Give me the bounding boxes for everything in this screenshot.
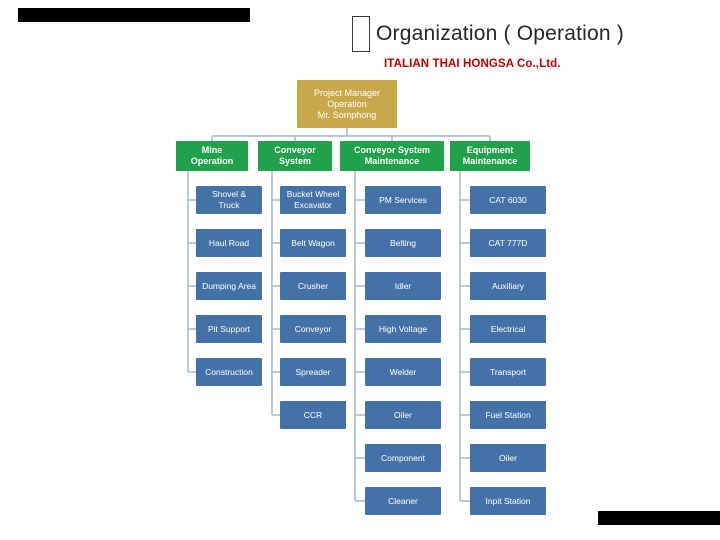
node-text-line: High Voltage — [378, 323, 428, 334]
leaf-node-b3-7: Component — [365, 444, 441, 472]
node-text-line: CAT 6030 — [489, 194, 527, 205]
node-text-line: Spreader — [295, 366, 331, 377]
leaf-node-b4-4: Electrical — [470, 315, 546, 343]
decorative-bar-bottom-right — [598, 511, 720, 525]
node-text-line: Belt Wagon — [291, 237, 335, 248]
node-text-line: Excavator — [294, 200, 332, 210]
leaf-node-b4-3: Auxiliary — [470, 272, 546, 300]
company-subtitle: ITALIAN THAI HONGSA Co.,Ltd. — [384, 58, 561, 70]
node-text-line: Maintenance — [364, 156, 420, 166]
node-text-line: Auxiliary — [491, 280, 525, 291]
leaf-node-b2-2: Belt Wagon — [280, 229, 346, 257]
page-title: Organization ( Operation ) — [376, 22, 624, 45]
node-text-line: Shovel & — [211, 189, 247, 199]
node-text-line: CAT 777D — [488, 237, 528, 248]
leaf-node-b2-5: Spreader — [280, 358, 346, 386]
decorative-bar-top-left — [18, 8, 250, 22]
node-text-line: Project Manager — [313, 87, 381, 98]
node-text-line: Component — [381, 452, 425, 463]
node-text-line: Maintenance — [462, 156, 518, 166]
leaf-node-b4-5: Transport — [470, 358, 546, 386]
node-text-line: Truck — [218, 200, 240, 210]
node-text-line: Pit Support — [207, 323, 251, 334]
node-text-line: Belting — [390, 237, 416, 248]
node-text-line: Oiler — [394, 409, 412, 420]
leaf-node-b3-8: Cleaner — [365, 487, 441, 515]
leaf-node-b4-6: Fuel Station — [470, 401, 546, 429]
node-text-line: Haul Road — [208, 237, 250, 248]
node-text-line: Conveyor — [274, 145, 316, 155]
leaf-node-b3-3: Idler — [365, 272, 441, 300]
box-glyph-icon — [352, 16, 370, 52]
node-text-line: Dumping Area — [202, 280, 256, 291]
node-text-line: Inpit Station — [485, 495, 531, 506]
node-text-line: Mine — [201, 145, 223, 155]
leaf-node-b1-2: Haul Road — [196, 229, 262, 257]
leaf-node-b3-6: Oiler — [365, 401, 441, 429]
leaf-node-b3-1: PM Services — [365, 186, 441, 214]
node-text-line: CCR — [303, 409, 323, 420]
leaf-node-b2-4: Conveyor — [280, 315, 346, 343]
leaf-node-b3-5: Welder — [365, 358, 441, 386]
leaf-node-b1-1: Shovel &Truck — [196, 186, 262, 214]
leaf-node-b4-7: Oiler — [470, 444, 546, 472]
node-text-line: Conveyor System — [353, 145, 431, 155]
node-text-line: Conveyor — [294, 323, 332, 334]
node-text-line: Oiler — [499, 452, 517, 463]
node-text-line: Cleaner — [388, 495, 418, 506]
node-text-line: PM Services — [379, 194, 427, 205]
node-text-line: Welder — [389, 366, 417, 377]
leaf-node-b4-8: Inpit Station — [470, 487, 546, 515]
node-text-line: Electrical — [490, 323, 526, 334]
leaf-node-b3-4: High Voltage — [365, 315, 441, 343]
leaf-node-b4-2: CAT 777D — [470, 229, 546, 257]
node-text-line: Bucket Wheel — [286, 189, 340, 199]
node-text-line: Fuel Station — [485, 409, 531, 420]
node-text-line: Crusher — [297, 280, 329, 291]
leaf-node-b3-2: Belting — [365, 229, 441, 257]
leaf-node-b1-3: Dumping Area — [196, 272, 262, 300]
node-text-line: Operation — [190, 156, 234, 166]
node-text-line: Mr. Somphong — [317, 109, 377, 120]
node-text-line: System — [278, 156, 312, 166]
node-text-line: Operation — [327, 98, 367, 109]
leaf-node-b1-4: Pit Support — [196, 315, 262, 343]
title-block: Organization ( Operation ) ITALIAN THAI … — [352, 16, 696, 70]
leaf-node-b1-5: Construction — [196, 358, 262, 386]
leaf-node-b2-6: CCR — [280, 401, 346, 429]
node-text-line: Transport — [489, 366, 527, 377]
node-text-line: Idler — [394, 280, 412, 291]
node-text-line: Construction — [205, 366, 253, 377]
title-line: Organization ( Operation ) — [352, 16, 696, 52]
leaf-node-b2-3: Crusher — [280, 272, 346, 300]
node-text-line: Equipment — [466, 145, 514, 155]
leaf-node-b4-1: CAT 6030 — [470, 186, 546, 214]
